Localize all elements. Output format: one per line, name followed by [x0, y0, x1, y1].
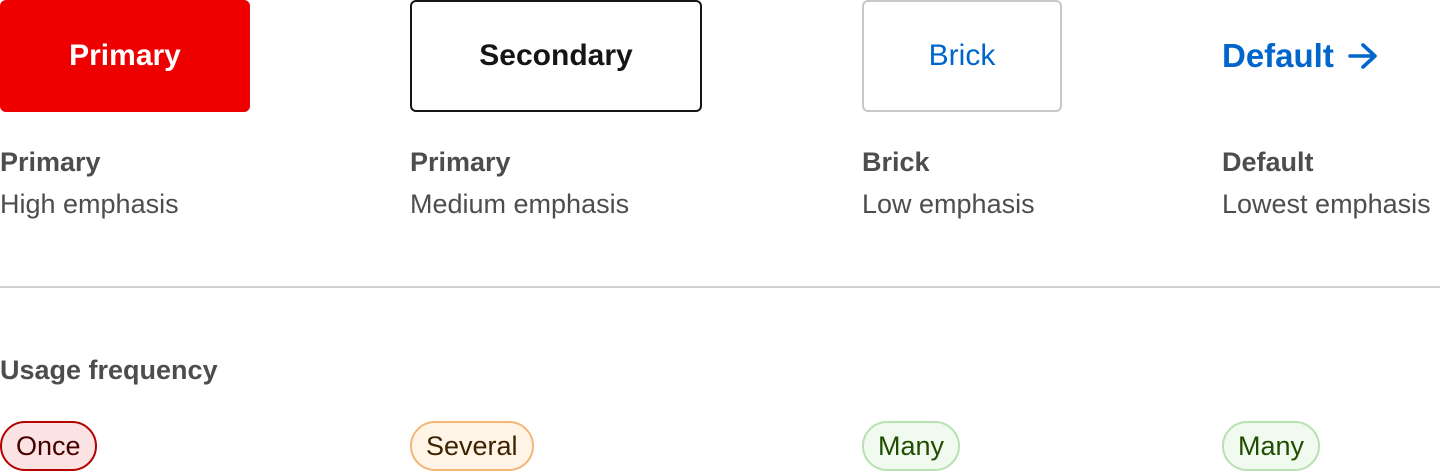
button-secondary[interactable]: Secondary — [410, 0, 702, 112]
button-brick[interactable]: Brick — [862, 0, 1062, 112]
button-primary-label: Primary — [69, 39, 181, 72]
badge-once: Once — [0, 421, 97, 471]
description-title: Brick — [862, 147, 930, 177]
description-default-lowest: Default Lowest emphasis — [1222, 143, 1431, 223]
description-title: Default — [1222, 147, 1314, 177]
button-secondary-label: Secondary — [479, 39, 633, 72]
description-primary-medium: Primary Medium emphasis — [410, 143, 629, 223]
button-primary[interactable]: Primary — [0, 0, 250, 112]
description-primary-high: Primary High emphasis — [0, 143, 179, 223]
badge-several: Several — [410, 421, 534, 471]
button-brick-label: Brick — [928, 39, 996, 72]
description-title: Primary — [0, 147, 101, 177]
section-divider — [0, 286, 1440, 288]
button-default[interactable]: Default — [1222, 0, 1422, 112]
button-default-label: Default — [1222, 37, 1334, 74]
badge-many: Many — [1222, 421, 1321, 471]
description-title: Primary — [410, 147, 511, 177]
description-text: Medium emphasis — [410, 189, 630, 219]
description-text: Lowest emphasis — [1222, 189, 1431, 219]
badge-many: Many — [862, 421, 961, 471]
description-text: Low emphasis — [862, 189, 1035, 219]
arrow-right-icon — [1348, 43, 1377, 69]
description-brick-low: Brick Low emphasis — [862, 143, 1035, 223]
description-text: High emphasis — [0, 189, 179, 219]
usage-frequency-heading: Usage frequency — [0, 355, 218, 385]
